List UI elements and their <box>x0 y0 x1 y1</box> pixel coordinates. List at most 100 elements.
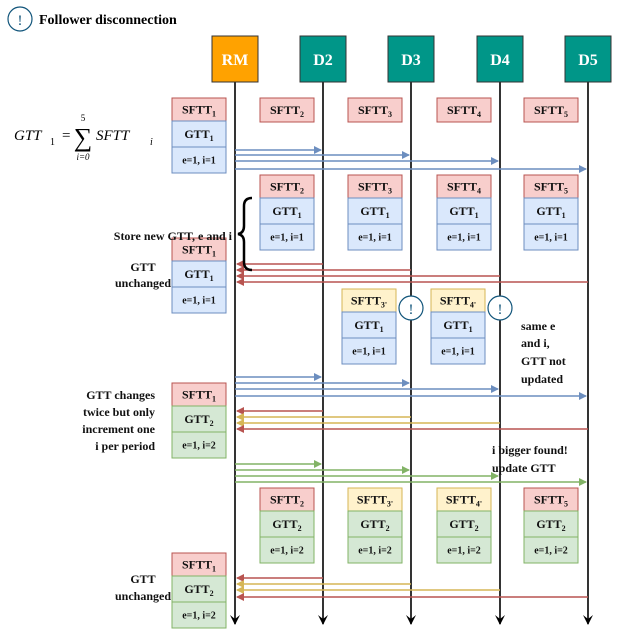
cell-text: SFTT5 <box>534 493 568 509</box>
node-label: D2 <box>313 52 333 69</box>
svg-text:i per period: i per period <box>95 439 155 453</box>
cell-text: SFTT1 <box>182 243 216 259</box>
sftt-box-3: SFTT3 <box>347 97 403 123</box>
cell-text: SFTT1 <box>182 103 216 119</box>
label-i-bigger: i bigger found! update GTT <box>492 443 568 475</box>
sftt-box-2: SFTT2 <box>259 97 315 123</box>
cell-text: SFTT4 <box>447 103 481 119</box>
alert-mark: ! <box>18 13 23 29</box>
cell-text: e=1, i=1 <box>352 347 386 358</box>
formula-term: SFTT <box>96 128 131 144</box>
cell-text: SFTT2 <box>270 180 304 196</box>
gtt-formula: GTT 1 = 5 ∑ i=0 SFTT i <box>14 113 153 162</box>
node-label: D4 <box>490 52 510 69</box>
stack-d4-3: SFTT4' GTT2 e=1, i=2 <box>436 487 492 564</box>
cell-text: SFTT1 <box>182 388 216 404</box>
formula-sum-top: 5 <box>81 113 86 123</box>
svg-text:i bigger found!: i bigger found! <box>492 443 568 457</box>
cell-text: GTT1 <box>360 204 389 220</box>
cell-text: e=1, i=1 <box>534 233 568 244</box>
cell-text: e=1, i=2 <box>270 546 304 557</box>
svg-text:GTT: GTT <box>130 572 155 586</box>
cell-text: e=1, i=1 <box>270 233 304 244</box>
cell-text: SFTT4 <box>447 180 481 196</box>
svg-text:twice but only: twice but only <box>83 405 155 419</box>
formula-eq: = <box>62 128 70 144</box>
svg-text:updated: updated <box>521 372 563 386</box>
cell-text: GTT1 <box>184 127 213 143</box>
label-same-e-i: same e and i, GTT not updated <box>521 319 566 386</box>
lifelines <box>230 82 593 625</box>
cell-text: GTT2 <box>449 517 478 533</box>
cell-text: e=1, i=2 <box>182 441 216 452</box>
svg-text:update GTT: update GTT <box>492 461 556 475</box>
cell-text: e=1, i=1 <box>358 233 392 244</box>
cell-text: e=1, i=2 <box>534 546 568 557</box>
sum-symbol: ∑ <box>74 123 93 152</box>
stack-d4-2: SFTT4' GTT1 e=1, i=1 <box>430 288 486 365</box>
cell-text: e=1, i=2 <box>182 611 216 622</box>
diagram-title: Follower disconnection <box>39 13 177 28</box>
stack-d3-2: SFTT3' GTT1 e=1, i=1 <box>341 288 397 365</box>
label-gtt-unchanged-2: GTT unchanged <box>115 572 171 603</box>
cell-text: GTT2 <box>272 517 301 533</box>
formula-sum-bottom: i=0 <box>76 152 90 162</box>
cell-text: GTT1 <box>354 318 383 334</box>
node-label: RM <box>222 52 249 69</box>
cell-text: e=1, i=1 <box>447 233 481 244</box>
disconnect-alert-d3-mark: ! <box>409 302 414 318</box>
node-label: D3 <box>401 52 421 69</box>
messages <box>235 146 588 601</box>
cell-text: SFTT3 <box>358 180 392 196</box>
cell-text: GTT2 <box>184 412 213 428</box>
cell-text: e=1, i=2 <box>447 546 481 557</box>
brace <box>237 196 253 272</box>
sftt-box-4: SFTT4 <box>436 97 492 123</box>
disconnect-alert-d4-mark: ! <box>498 302 503 318</box>
cell-text: GTT1 <box>184 267 213 283</box>
svg-text:increment one: increment one <box>82 422 155 436</box>
node-d2: D2 <box>299 35 347 83</box>
svg-text:GTT changes: GTT changes <box>86 388 155 402</box>
cell-text: SFTT3' <box>351 294 387 310</box>
disconnect-alert-d4: ! <box>487 295 513 321</box>
cell-text: GTT1 <box>449 204 478 220</box>
svg-text:unchanged: unchanged <box>115 589 171 603</box>
cell-text: SFTT1 <box>182 558 216 574</box>
svg-text:GTT not: GTT not <box>521 354 566 368</box>
disconnect-alert-d3: ! <box>398 295 424 321</box>
sftt-box-5: SFTT5 <box>523 97 579 123</box>
node-d4: D4 <box>476 35 524 83</box>
svg-text:unchanged: unchanged <box>115 276 171 290</box>
cell-text: SFTT3' <box>357 493 393 509</box>
cell-text: e=1, i=1 <box>182 296 216 307</box>
cell-text: SFTT2 <box>270 493 304 509</box>
node-d5: D5 <box>564 35 612 83</box>
sftt-row: SFTT2 SFTT3 SFTT4 SFTT5 <box>259 97 579 123</box>
cell-text: SFTT4' <box>440 294 476 310</box>
formula-term-sub: i <box>150 137 153 148</box>
cell-text: e=1, i=1 <box>441 347 475 358</box>
cell-text: e=1, i=1 <box>182 156 216 167</box>
store-label: Store new GTT, e and i <box>114 229 233 243</box>
stack-d3-3: SFTT3' GTT2 e=1, i=2 <box>347 487 403 564</box>
cell-text: SFTT4' <box>446 493 482 509</box>
cell-text: GTT1 <box>272 204 301 220</box>
cell-text: GTT2 <box>184 582 213 598</box>
label-gtt-unchanged-1: GTT unchanged <box>115 260 171 290</box>
cell-text: SFTT3 <box>358 103 392 119</box>
svg-text:GTT: GTT <box>130 260 155 274</box>
cell-text: GTT2 <box>360 517 389 533</box>
cell-text: e=1, i=2 <box>358 546 392 557</box>
participants: RM D2 D3 D4 D5 <box>211 35 612 83</box>
svg-text:same e: same e <box>521 319 556 333</box>
cell-text: GTT1 <box>443 318 472 334</box>
